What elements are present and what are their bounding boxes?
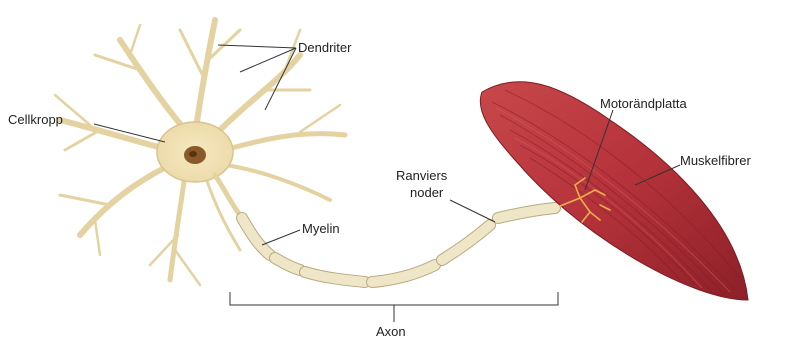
label-motor-end-plate: Motorändplatta [600,96,687,111]
label-myelin: Myelin [302,221,340,236]
label-axon: Axon [376,324,406,339]
label-muscle-fibers: Muskelfibrer [680,153,751,168]
label-ranvier-line1: Ranviers [396,168,448,183]
nucleolus [189,151,197,157]
label-dendrites: Dendriter [298,40,352,55]
myelinated-axon [242,208,555,282]
label-ranvier-line2: noder [410,185,444,200]
label-cell-body: Cellkropp [8,112,63,127]
muscle [480,82,748,300]
